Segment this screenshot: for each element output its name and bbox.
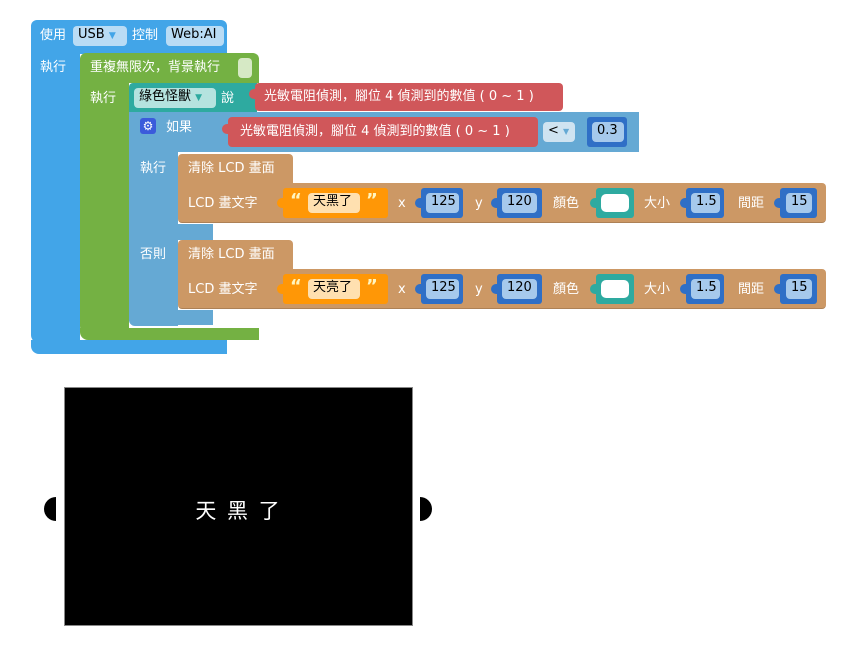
then-x-field[interactable]: 125 bbox=[426, 193, 459, 213]
puzzle-notch-icon bbox=[680, 198, 688, 208]
dropdown-arrow-icon: ▼ bbox=[108, 31, 116, 41]
say-value-label: 光敏電阻偵測，腳位 4 偵測到的數值 ( 0 ~ 1 ) bbox=[264, 89, 534, 104]
puzzle-notch-icon bbox=[680, 284, 688, 294]
forever-loop-footer bbox=[80, 328, 259, 340]
character-dropdown[interactable]: 綠色怪獸 ▼ bbox=[134, 88, 216, 108]
else-close-quote: ” bbox=[366, 276, 378, 297]
say-label: 說 bbox=[221, 91, 235, 106]
then-draw-label: LCD 畫文字 bbox=[188, 196, 258, 211]
puzzle-notch-icon bbox=[277, 198, 285, 208]
puzzle-notch-icon bbox=[491, 198, 499, 208]
then-spacing-field[interactable]: 15 bbox=[786, 193, 812, 213]
else-label: 否則 bbox=[140, 247, 167, 262]
then-color-swatch[interactable] bbox=[601, 194, 629, 212]
if-else-footer bbox=[129, 310, 213, 325]
control-label: 控制 bbox=[132, 28, 159, 43]
use-label: 使用 bbox=[40, 28, 67, 43]
if-label: 如果 bbox=[166, 120, 193, 135]
else-x-label: x bbox=[398, 282, 406, 297]
background-toggle[interactable] bbox=[238, 58, 252, 78]
then-open-quote: “ bbox=[290, 190, 302, 211]
board-do-label: 執行 bbox=[40, 60, 67, 75]
say-value-sensor-block[interactable] bbox=[255, 83, 563, 111]
puzzle-notch-icon bbox=[491, 284, 499, 294]
then-x-label: x bbox=[398, 196, 406, 211]
puzzle-notch-icon bbox=[249, 89, 257, 99]
else-open-quote: “ bbox=[290, 276, 302, 297]
puzzle-notch-icon bbox=[590, 284, 598, 294]
puzzle-notch-icon bbox=[415, 284, 423, 294]
threshold-field[interactable]: 0.3 bbox=[592, 122, 624, 142]
board-control-block-spine bbox=[31, 53, 80, 343]
puzzle-notch-icon bbox=[774, 198, 782, 208]
lcd-screen-text: 天 黑 了 bbox=[195, 499, 282, 523]
lcd-screen: 天 黑 了 bbox=[64, 387, 413, 626]
forever-loop-block[interactable] bbox=[80, 53, 259, 83]
then-text-field[interactable]: 天黑了 bbox=[308, 193, 360, 213]
else-spacing-field[interactable]: 15 bbox=[786, 279, 812, 299]
dropdown-arrow-icon: ▼ bbox=[195, 93, 203, 103]
else-color-label: 顏色 bbox=[553, 282, 580, 297]
gear-icon[interactable]: ⚙ bbox=[140, 118, 156, 134]
else-size-field[interactable]: 1.5 bbox=[691, 279, 720, 299]
else-y-field[interactable]: 120 bbox=[502, 279, 537, 299]
then-size-field[interactable]: 1.5 bbox=[691, 193, 720, 213]
forever-loop-spine bbox=[80, 82, 129, 334]
then-clear-lcd-label: 清除 LCD 畫面 bbox=[188, 161, 275, 176]
connection-dropdown[interactable]: USB ▼ bbox=[73, 26, 127, 46]
puzzle-notch-icon bbox=[277, 284, 285, 294]
else-x-field[interactable]: 125 bbox=[426, 279, 459, 299]
device-field[interactable]: Web:AI bbox=[166, 26, 224, 46]
lcd-right-knob-icon bbox=[420, 497, 432, 521]
condition-sensor-label: 光敏電阻偵測，腳位 4 偵測到的數值 ( 0 ~ 1 ) bbox=[240, 124, 510, 139]
else-spacing-label: 間距 bbox=[738, 282, 765, 297]
condition-sensor-block[interactable] bbox=[228, 117, 538, 147]
then-y-label: y bbox=[475, 196, 483, 211]
then-color-label: 顏色 bbox=[553, 196, 580, 211]
puzzle-notch-icon bbox=[415, 198, 423, 208]
then-size-label: 大小 bbox=[644, 196, 671, 211]
operator-dropdown[interactable]: < ▼ bbox=[543, 122, 575, 142]
else-text-field[interactable]: 天亮了 bbox=[308, 279, 360, 299]
dropdown-arrow-icon: ▼ bbox=[563, 127, 570, 136]
else-clear-lcd-label: 清除 LCD 畫面 bbox=[188, 247, 275, 262]
puzzle-notch-icon bbox=[590, 198, 598, 208]
then-y-field[interactable]: 120 bbox=[502, 193, 537, 213]
puzzle-notch-icon bbox=[774, 284, 782, 294]
board-control-block-footer bbox=[31, 340, 227, 354]
loop-do-label: 執行 bbox=[90, 91, 117, 106]
loop-label: 重複無限次，背景執行 bbox=[90, 60, 221, 75]
if-then-footer bbox=[129, 224, 213, 240]
else-draw-label: LCD 畫文字 bbox=[188, 282, 258, 297]
else-size-label: 大小 bbox=[644, 282, 671, 297]
then-close-quote: ” bbox=[366, 190, 378, 211]
else-color-swatch[interactable] bbox=[601, 280, 629, 298]
then-spacing-label: 間距 bbox=[738, 196, 765, 211]
lcd-left-knob-icon bbox=[44, 497, 56, 521]
puzzle-notch-icon bbox=[222, 124, 230, 134]
else-y-label: y bbox=[475, 282, 483, 297]
then-label: 執行 bbox=[140, 161, 167, 176]
